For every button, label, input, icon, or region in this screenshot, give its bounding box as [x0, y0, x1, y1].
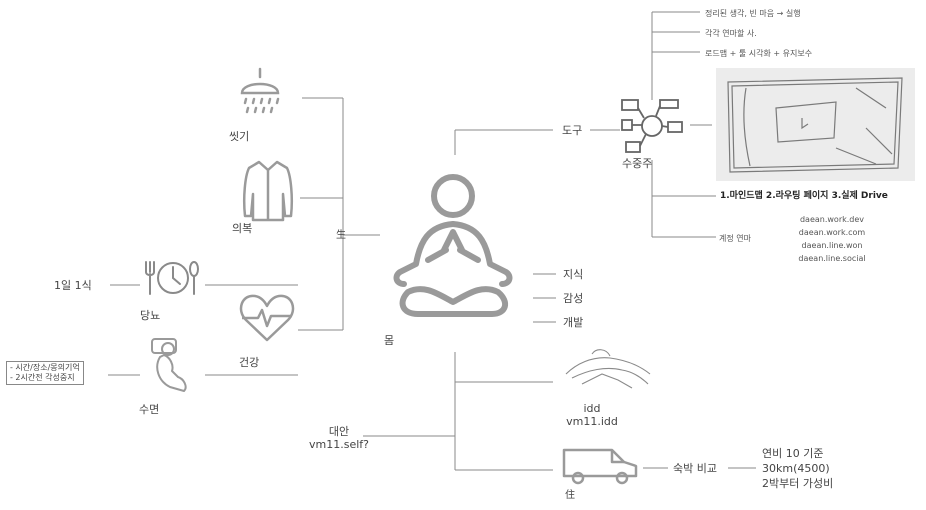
sleeping-person-icon: [150, 337, 190, 399]
lodging-note-3: 2박부터 가성비: [762, 477, 834, 490]
sketch-caption: 1.마인드맵 2.라우팅 페이지 3.실제 Drive: [720, 191, 888, 201]
account-value-2: daean.work.com: [798, 228, 866, 237]
mind-item-emotion: 감성: [563, 292, 584, 305]
shower-icon: [236, 67, 284, 121]
center-label: 몸: [384, 334, 395, 347]
sleep-note-1: - 시간/장소/몽의기억: [10, 363, 80, 372]
account-value-4: daean.line.social: [798, 254, 866, 263]
lodging-compare-label: 숙박 비교: [673, 462, 717, 475]
idd-line-2: vm11.idd: [566, 415, 618, 428]
account-value-1: daean.work.dev: [799, 215, 865, 224]
idd-line-1: idd: [583, 402, 601, 415]
van-icon: [560, 444, 640, 490]
tools-hub-label: 수중주: [622, 157, 653, 170]
jacket-icon: [239, 158, 297, 226]
meal-clock-icon: [142, 258, 204, 302]
diabetes-note: 1일 1식: [54, 279, 92, 292]
lodging-note-2: 30km(4500): [762, 462, 830, 475]
alternative-line-1: 대안: [328, 425, 350, 438]
sleep-label: 수면: [139, 403, 160, 416]
heart-pulse-icon: [238, 292, 296, 348]
shower-label: 씻기: [229, 130, 250, 143]
lodging-note-1: 연비 10 기준: [762, 447, 824, 460]
account-values: daean.work.dev daean.work.com daean.line…: [792, 213, 872, 265]
idd-sketch-image: [562, 344, 654, 396]
van-label: 住: [565, 490, 575, 501]
sleep-notes-box: - 시간/장소/몽의기억 - 2시간전 각성중지: [6, 361, 84, 385]
whiteboard-sketch-photo: [716, 68, 915, 181]
clothes-label: 의복: [232, 222, 253, 235]
account-value-3: daean.line.won: [801, 241, 863, 250]
tools-item-3: 로드맵 + 툴 시각화 + 유지보수: [705, 49, 813, 58]
tools-item-2: 각각 연마할 사.: [705, 29, 757, 38]
lodging-notes: 연비 10 기준 30km(4500) 2박부터 가성비: [762, 446, 833, 491]
health-label: 건강: [239, 356, 260, 369]
tools-label: 도구: [562, 124, 583, 137]
mind-item-knowledge: 지식: [563, 268, 584, 281]
tools-item-1: 정리된 생각, 빈 마음 → 실행: [705, 9, 801, 18]
sleep-note-2: - 2시간전 각성중지: [10, 373, 75, 382]
left-hub-label: 生: [336, 230, 346, 241]
idd-text: idd vm11.idd: [562, 402, 622, 428]
diabetes-label: 당뇨: [140, 309, 161, 322]
account-label: 계정 연마: [719, 234, 751, 243]
mind-item-development: 개발: [563, 316, 584, 329]
meditation-icon: [388, 172, 518, 328]
alternative-text: 대안 vm11.self?: [303, 425, 375, 451]
alternative-line-2: vm11.self?: [309, 438, 369, 451]
tool-diagram-icon: [620, 96, 684, 160]
